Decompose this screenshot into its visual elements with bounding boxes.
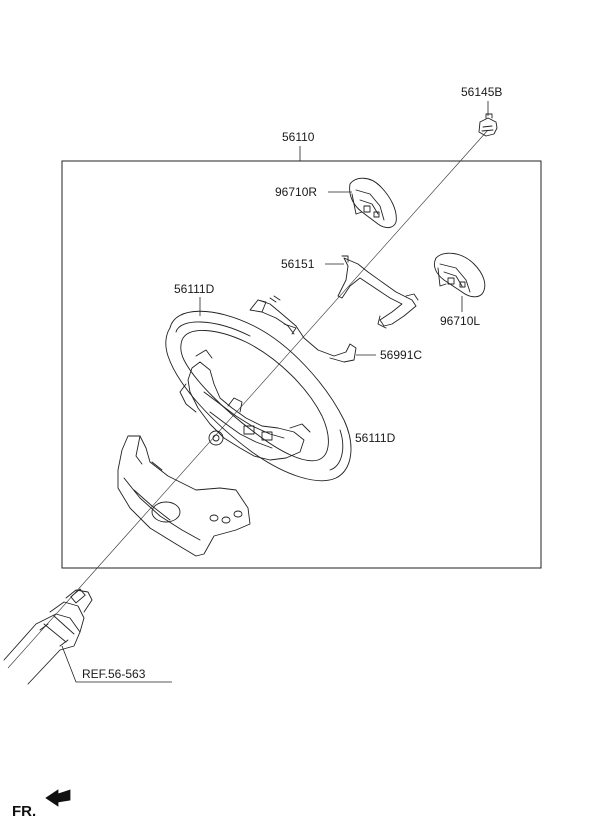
steering-column-part xyxy=(3,588,93,685)
front-direction-label: FR. xyxy=(12,803,36,820)
wire-harness-part xyxy=(249,295,357,363)
lower-cover-part xyxy=(117,435,251,557)
label-bolt: 56145B xyxy=(461,85,502,99)
label-reference: REF.56-563 xyxy=(82,667,146,681)
label-bracket: 56151 xyxy=(281,257,315,271)
right-switch-part xyxy=(349,177,397,229)
bracket-part xyxy=(337,255,419,329)
label-switch-right: 96710R xyxy=(275,185,317,199)
bolt-part xyxy=(478,113,498,137)
label-wheel-side: 56111D xyxy=(355,431,396,445)
center-axis-line xyxy=(7,129,489,669)
leader-reference xyxy=(61,645,172,683)
steering-wheel-part xyxy=(165,310,352,482)
assembly-frame xyxy=(61,160,542,569)
label-wire: 56991C xyxy=(380,348,422,362)
front-arrow-icon xyxy=(45,789,71,807)
left-switch-part xyxy=(433,252,486,298)
label-assembly: 56110 xyxy=(282,130,315,144)
label-wheel-top: 56111D xyxy=(174,282,215,296)
label-switch-left: 96710L xyxy=(440,314,480,328)
